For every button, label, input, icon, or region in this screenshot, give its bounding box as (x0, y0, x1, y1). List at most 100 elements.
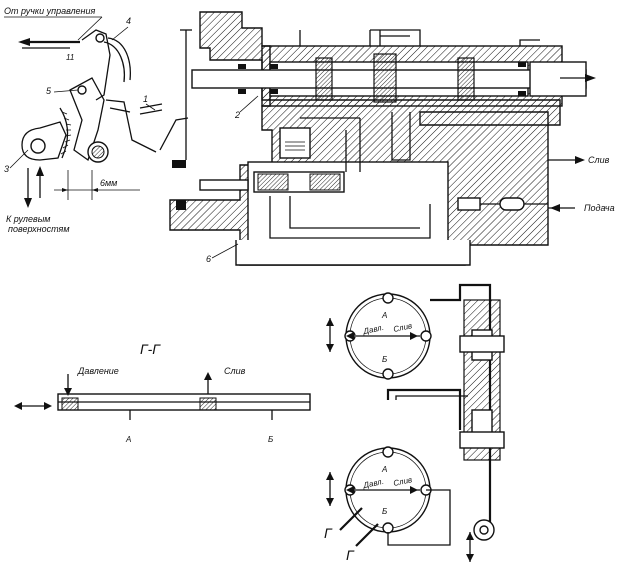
leader-4 (111, 26, 129, 41)
link-to-valve (105, 99, 157, 153)
rod-eye-hole (479, 525, 489, 535)
link-curve-inner (103, 41, 126, 83)
leader-2 (239, 95, 259, 113)
port-a-lower (382, 446, 394, 458)
lever-4 (81, 29, 111, 101)
label-6mm: 6мм (100, 178, 117, 188)
label-section-mark-2: Г (346, 547, 355, 563)
callout-2: 2 (234, 110, 240, 120)
upper-flow-right-icon (410, 332, 418, 340)
label-section-mark-1: Г (324, 525, 333, 541)
arrow-down-left-icon (24, 198, 32, 208)
label-pressure: Давление (77, 366, 119, 376)
drain-arrow-icon (575, 156, 585, 164)
pressure-arrow-icon (64, 388, 72, 396)
label-drain-top: Слив (588, 155, 610, 165)
piston-right (457, 57, 475, 101)
leader-3 (9, 149, 29, 169)
port-right-upper (420, 330, 432, 342)
label-port-a-lower: А (381, 465, 387, 474)
spool-land-2 (309, 173, 341, 191)
drain-arrow-up-icon (204, 372, 212, 380)
output-hub-core (91, 145, 105, 159)
lever-1 (139, 103, 163, 115)
internal-passages (269, 117, 431, 239)
upper-rot-down-icon (326, 344, 334, 352)
lower-flow-left-icon (346, 486, 354, 494)
label-port-b-section: Б (268, 435, 273, 444)
return-passage (391, 112, 411, 161)
gear-teeth (60, 111, 72, 155)
label-pressure-upper: Давл. (362, 323, 385, 336)
top-channel (369, 29, 421, 46)
lower-flow-right-icon (410, 486, 418, 494)
servo-cap (279, 127, 311, 159)
lower-return-pipe (387, 489, 451, 546)
control-linkage (18, 29, 192, 208)
seal-2 (238, 89, 246, 94)
label-drain-lower: Слив (393, 475, 413, 488)
label-port-b-upper: Б (382, 355, 387, 364)
rod-up-icon (466, 532, 474, 540)
valve-body (169, 11, 596, 266)
dim-arrow-left-icon (62, 188, 68, 192)
leader-handle (77, 16, 103, 41)
pivot-upper (95, 33, 105, 43)
port-b-lower (382, 522, 394, 534)
section-view (14, 372, 311, 420)
section-land-1 (61, 397, 79, 411)
base-6 (235, 240, 471, 266)
pipe-mid (386, 388, 462, 430)
pipe-mid-inner (395, 395, 468, 400)
supply-fitting (457, 197, 481, 211)
seal-5 (518, 62, 526, 67)
label-from-control-handle: От ручки управления (4, 6, 96, 16)
dim-arrow-right-icon (92, 188, 98, 192)
label-drain-upper: Слив (393, 321, 413, 334)
actuator-piston-2 (459, 431, 505, 449)
lower-rot-down-icon (326, 498, 334, 506)
upper-rot-up-icon (326, 318, 334, 326)
upper-flow-left-icon (346, 332, 354, 340)
supply-check-valve (499, 197, 525, 211)
callout-1: 1 (143, 94, 148, 104)
gear-sector (59, 107, 69, 159)
label-section-title: Г-Г (140, 341, 161, 357)
top-passages (299, 30, 540, 46)
label-port-b-lower: Б (382, 507, 387, 516)
move-right-icon (44, 402, 52, 410)
callout-11: 11 (66, 53, 74, 62)
label-to-surfaces-1: К рулевым (6, 214, 50, 224)
distributor-units (326, 283, 505, 562)
plug-1 (172, 160, 186, 168)
label-drain-section: Слив (224, 366, 246, 376)
port-a-upper (382, 292, 394, 304)
seal-3 (270, 64, 278, 69)
actuator-piston-1 (459, 335, 505, 353)
servo-spring (285, 141, 305, 151)
supply-arrow-icon (550, 204, 560, 212)
rod-arrow-icon (585, 74, 596, 82)
rod-end (529, 61, 587, 97)
callout-4: 4 (126, 16, 131, 26)
label-port-a-upper: А (381, 311, 387, 320)
lower-rot-up-icon (326, 472, 334, 480)
section-land-2 (199, 397, 217, 411)
piston-left (315, 57, 333, 101)
port-b-upper (382, 368, 394, 380)
pivot-5 (77, 85, 87, 95)
labels: От ручки управления К рулевым поверхност… (4, 6, 615, 563)
label-port-a-section: А (125, 435, 131, 444)
input-arrow-icon (18, 38, 30, 46)
piston-center (373, 53, 397, 103)
plug-2 (176, 200, 186, 210)
rod-down-icon (466, 554, 474, 562)
leader-5 (53, 89, 79, 93)
move-left-icon (14, 402, 22, 410)
seal-1 (238, 64, 246, 69)
label-to-surfaces-2: поверхностям (8, 224, 70, 234)
cut-mark-2 (355, 523, 379, 547)
lever-1-arm (159, 117, 189, 151)
spool-land-1 (257, 173, 289, 191)
